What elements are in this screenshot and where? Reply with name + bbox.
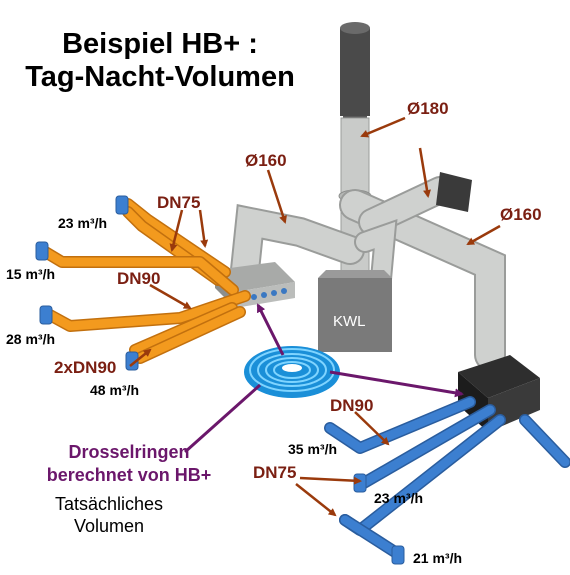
label-d180: Ø180 — [407, 99, 449, 118]
throttle-label-line1: Drosselringen — [68, 442, 190, 462]
throttle-label-line2: berechnet von HB+ — [46, 465, 212, 485]
pipe-d160-network — [230, 176, 506, 371]
flow-15: 15 m³/h — [6, 266, 56, 282]
label-kwl: KWL — [333, 313, 366, 330]
label-dn75-right: DN75 — [253, 463, 297, 482]
label-dn75-top: DN75 — [157, 193, 201, 212]
flow-21: 21 m³/h — [413, 550, 463, 566]
flow-35: 35 m³/h — [288, 441, 338, 457]
label-d160-right: Ø160 — [500, 205, 542, 224]
chimney-top — [340, 22, 370, 124]
dimension-arrows — [129, 116, 501, 517]
orange-duct-group — [36, 198, 251, 364]
blue-duct-group — [324, 396, 570, 558]
kwl-unit — [318, 270, 392, 352]
label-2xdn90: 2xDN90 — [54, 358, 117, 377]
left-air-terminals — [35, 195, 139, 371]
diagram-title-line2: Tag-Nacht-Volumen — [25, 61, 295, 93]
outlet-cap — [436, 172, 472, 212]
flow-23-top: 23 m³/h — [58, 215, 108, 231]
flow-28: 28 m³/h — [6, 331, 56, 347]
label-dn90-left: DN90 — [117, 269, 161, 288]
label-dn90-right: DN90 — [330, 396, 374, 415]
actual-volume-line1: Tatsächliches — [54, 494, 164, 514]
label-d160-left: Ø160 — [245, 151, 287, 170]
throttle-arrows — [184, 303, 464, 454]
flow-23-right: 23 m³/h — [374, 490, 424, 506]
actual-volume-line2: Volumen — [73, 516, 145, 536]
diagram-title-line1: Beispiel HB+ : — [62, 28, 258, 60]
throttle-rings — [244, 346, 340, 398]
flow-48: 48 m³/h — [90, 382, 140, 398]
